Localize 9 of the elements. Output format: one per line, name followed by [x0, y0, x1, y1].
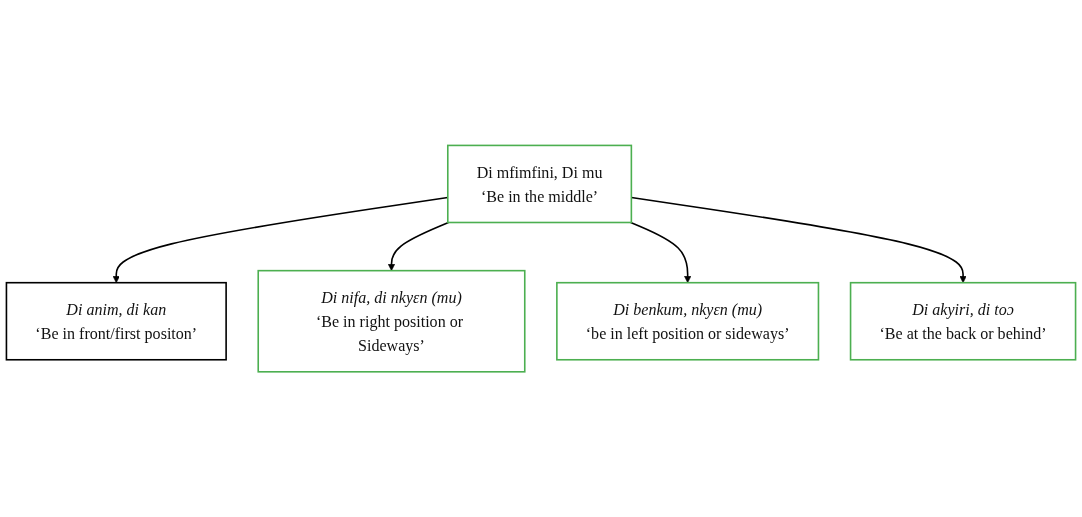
node-box: Di akyiri, di toɔ ‘Be at the back or behind’	[849, 281, 1077, 361]
arrow	[387, 221, 450, 271]
node-box: Di mfimfini, Di mu ‘Be in the middle’	[447, 144, 633, 224]
arrow	[629, 221, 692, 283]
node-box: Di benkum, nkyɛn (mu) ‘be in left position or sideways’	[556, 281, 820, 361]
arrow	[112, 196, 449, 283]
node-box: Di anim, di kan ‘Be in front/first positon’	[5, 281, 227, 361]
node-box: Di nifa, di nkyɛn (mu) ‘Be in right position or Sideways’	[257, 269, 526, 373]
arrow	[630, 196, 967, 283]
